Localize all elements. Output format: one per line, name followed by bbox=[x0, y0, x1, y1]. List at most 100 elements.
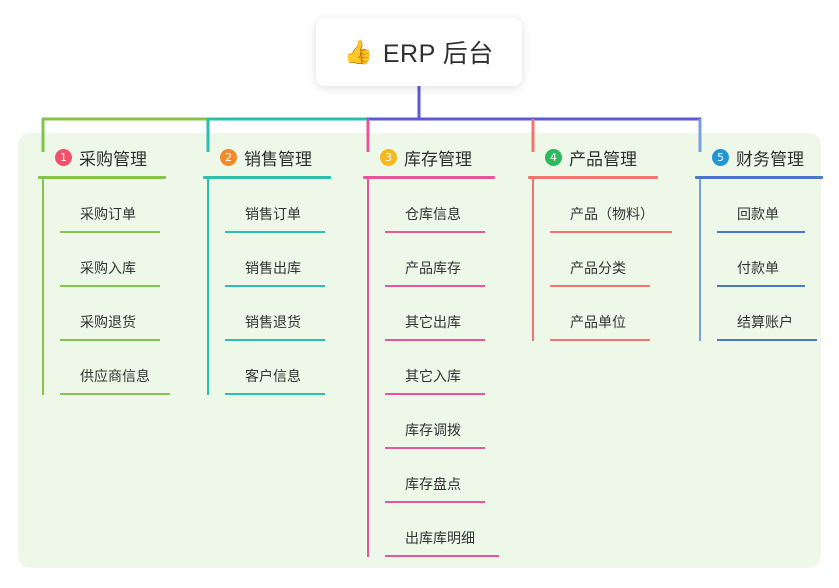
list-item-rule bbox=[550, 231, 672, 233]
column-items: 回款单付款单结算账户 bbox=[695, 179, 823, 341]
list-item-label: 结算账户 bbox=[737, 314, 793, 330]
column-title: 库存管理 bbox=[404, 149, 472, 169]
column-title: 采购管理 bbox=[79, 149, 147, 169]
column-items: 仓库信息产品库存其它出库其它入库库存调拨库存盘点出库库明细 bbox=[363, 179, 499, 557]
column-number-badge: 5 bbox=[712, 148, 729, 166]
list-item-rule bbox=[225, 285, 325, 287]
column-header-rule bbox=[695, 176, 823, 179]
list-item[interactable]: 产品库存 bbox=[385, 233, 495, 287]
list-item[interactable]: 其它出库 bbox=[385, 287, 495, 341]
list-item[interactable]: 产品分类 bbox=[550, 233, 658, 287]
list-item-rule bbox=[60, 285, 160, 287]
list-item-rule bbox=[550, 285, 650, 287]
list-item-label: 回款单 bbox=[737, 206, 779, 222]
list-item-label: 其它出库 bbox=[405, 314, 461, 330]
list-item-label: 库存调拨 bbox=[405, 422, 461, 438]
column-spine bbox=[367, 179, 369, 557]
list-item[interactable]: 产品（物料） bbox=[550, 179, 672, 233]
column-5: 5 财务管理回款单付款单结算账户 bbox=[695, 143, 823, 341]
column-spine bbox=[699, 179, 701, 341]
column-4: 4 产品管理产品（物料） 产品分类产品单位 bbox=[528, 143, 672, 341]
list-item-label: 客户信息 bbox=[245, 368, 301, 384]
list-item[interactable]: 产品单位 bbox=[550, 287, 658, 341]
list-item-rule bbox=[60, 393, 170, 395]
column-2: 2 销售管理销售订单销售出库销售退货客户信息 bbox=[203, 143, 331, 395]
list-item-rule bbox=[385, 339, 485, 341]
list-item-label: 产品库存 bbox=[405, 260, 461, 276]
columns-container: 1 采购管理采购订单采购入库采购退货供应商信息 2 销售管理销售订单销售出库销售退货客… bbox=[18, 133, 823, 568]
column-header-2[interactable]: 2 销售管理 bbox=[203, 143, 331, 171]
list-item-label: 仓库信息 bbox=[405, 206, 461, 222]
list-item[interactable]: 采购订单 bbox=[60, 179, 186, 233]
list-item-label: 采购订单 bbox=[80, 206, 136, 222]
list-item-rule bbox=[385, 501, 485, 503]
column-spine bbox=[532, 179, 534, 341]
list-item-rule bbox=[717, 285, 805, 287]
column-items: 销售订单销售出库销售退货客户信息 bbox=[203, 179, 331, 395]
list-item[interactable]: 库存盘点 bbox=[385, 449, 495, 503]
column-header-rule bbox=[528, 176, 658, 179]
column-header-1[interactable]: 1 采购管理 bbox=[38, 143, 186, 171]
list-item[interactable]: 库存调拨 bbox=[385, 395, 495, 449]
column-title: 销售管理 bbox=[244, 149, 312, 169]
list-item[interactable]: 仓库信息 bbox=[385, 179, 495, 233]
list-item-rule bbox=[385, 447, 485, 449]
list-item[interactable]: 采购入库 bbox=[60, 233, 186, 287]
list-item-label: 库存盘点 bbox=[405, 476, 461, 492]
column-items: 采购订单采购入库采购退货供应商信息 bbox=[38, 179, 186, 395]
diagram-panel-background bbox=[18, 133, 821, 568]
list-item-rule bbox=[385, 393, 485, 395]
column-header-rule bbox=[38, 176, 166, 179]
list-item-rule bbox=[225, 393, 325, 395]
list-item[interactable]: 出库库明细 bbox=[385, 503, 499, 557]
page-title: ERP 后台 bbox=[382, 40, 494, 68]
list-item-rule bbox=[717, 339, 817, 341]
list-item[interactable]: 销售订单 bbox=[225, 179, 331, 233]
list-item-label: 付款单 bbox=[737, 260, 779, 276]
list-item-rule bbox=[60, 231, 160, 233]
column-header-rule bbox=[363, 176, 495, 179]
list-item[interactable]: 其它入库 bbox=[385, 341, 495, 395]
list-item-rule bbox=[717, 231, 805, 233]
list-item[interactable]: 付款单 bbox=[717, 233, 823, 287]
list-item[interactable]: 销售退货 bbox=[225, 287, 331, 341]
list-item-label: 采购退货 bbox=[80, 314, 136, 330]
column-title: 财务管理 bbox=[736, 149, 804, 169]
list-item-label: 产品分类 bbox=[570, 260, 626, 276]
list-item[interactable]: 采购退货 bbox=[60, 287, 186, 341]
list-item-rule bbox=[225, 231, 325, 233]
list-item-label: 产品（物料） bbox=[570, 206, 654, 222]
list-item-label: 采购入库 bbox=[80, 260, 136, 276]
column-3: 3 库存管理仓库信息产品库存其它出库其它入库库存调拨库存盘点出库库明细 bbox=[363, 143, 499, 557]
list-item-rule bbox=[550, 339, 650, 341]
column-header-rule bbox=[203, 176, 331, 179]
column-title: 产品管理 bbox=[569, 149, 637, 169]
column-number-badge: 1 bbox=[55, 148, 72, 166]
root-node-card[interactable]: 👍 ERP 后台 bbox=[316, 18, 522, 86]
list-item-label: 销售订单 bbox=[245, 206, 301, 222]
list-item[interactable]: 结算账户 bbox=[717, 287, 823, 341]
list-item-rule bbox=[385, 555, 499, 557]
list-item[interactable]: 回款单 bbox=[717, 179, 823, 233]
list-item-rule bbox=[385, 285, 485, 287]
list-item-label: 销售退货 bbox=[245, 314, 301, 330]
column-header-4[interactable]: 4 产品管理 bbox=[528, 143, 658, 171]
list-item-rule bbox=[60, 339, 160, 341]
column-header-3[interactable]: 3 库存管理 bbox=[363, 143, 495, 171]
list-item-label: 供应商信息 bbox=[80, 368, 150, 384]
list-item[interactable]: 销售出库 bbox=[225, 233, 331, 287]
column-number-badge: 3 bbox=[380, 148, 397, 166]
list-item-label: 产品单位 bbox=[570, 314, 626, 330]
column-spine bbox=[42, 179, 44, 395]
column-spine bbox=[207, 179, 209, 395]
list-item-label: 销售出库 bbox=[245, 260, 301, 276]
column-header-5[interactable]: 5 财务管理 bbox=[695, 143, 823, 171]
column-number-badge: 4 bbox=[545, 148, 562, 166]
list-item[interactable]: 供应商信息 bbox=[60, 341, 186, 395]
thumbs-up-icon: 👍 bbox=[344, 38, 373, 65]
list-item-rule bbox=[385, 231, 485, 233]
column-items: 产品（物料） 产品分类产品单位 bbox=[528, 179, 672, 341]
list-item[interactable]: 客户信息 bbox=[225, 341, 331, 395]
column-number-badge: 2 bbox=[220, 148, 237, 166]
